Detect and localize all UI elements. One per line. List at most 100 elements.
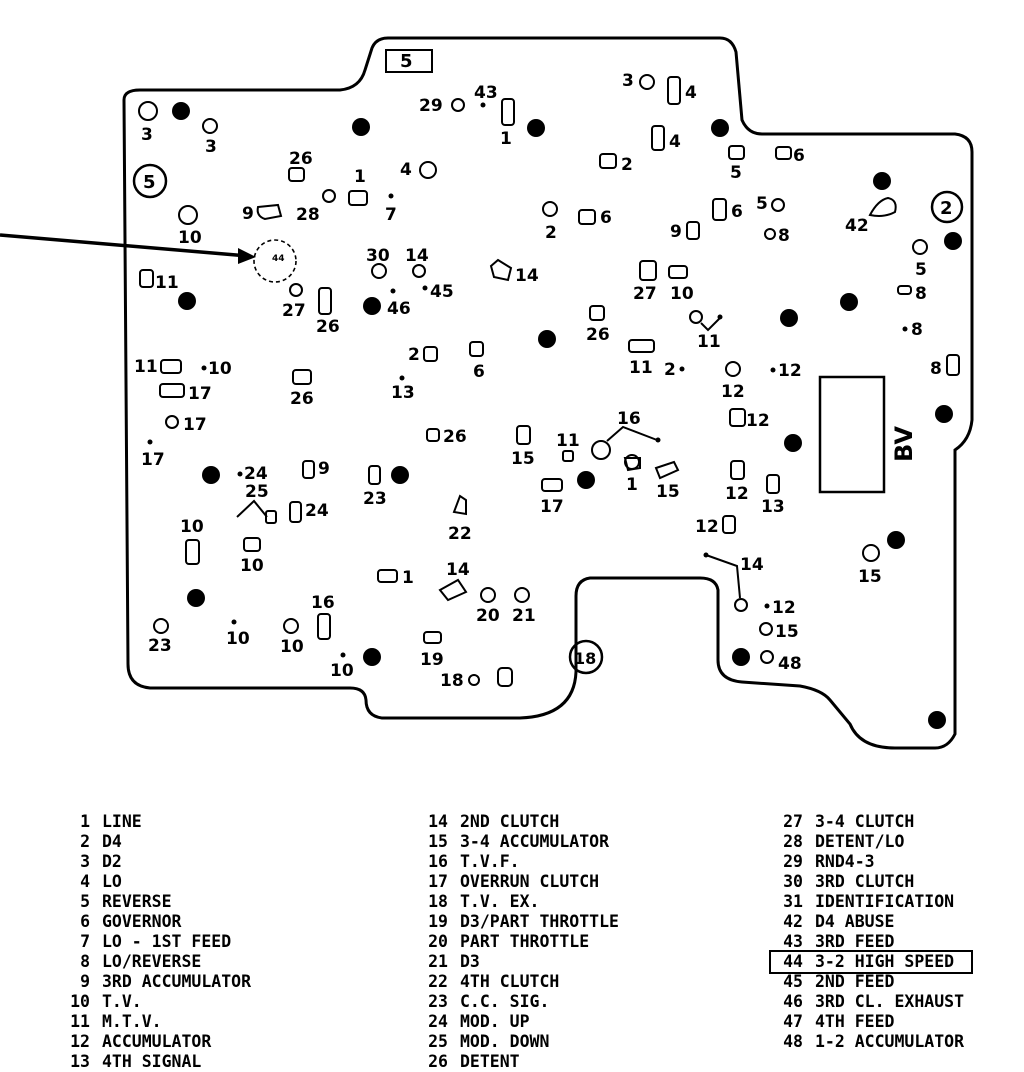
legend-item-text: M.T.V. [102, 1012, 162, 1031]
connector-16 [606, 425, 658, 442]
legend-item-text: LINE [102, 812, 142, 831]
legend-item-text: 3RD ACCUMULATOR [102, 972, 252, 991]
bolt-hole [202, 466, 220, 484]
tiny-hole [480, 102, 486, 108]
slot [578, 209, 596, 225]
legend-item-number: 6 [80, 912, 90, 931]
slot [289, 501, 302, 523]
bolt-hole [732, 648, 750, 666]
legend-item-text: OVERRUN CLUTCH [460, 872, 600, 891]
slot [729, 408, 746, 427]
legend-item-text: LO [102, 872, 122, 891]
legend-item-number: 46 [783, 992, 803, 1011]
valve-body-spacer-plate-diagram: 5 5 2 18 BV 44 [0, 36, 974, 750]
legend-item-text: ACCUMULATOR [102, 1032, 212, 1051]
slot [589, 305, 605, 321]
legend-item-text: DETENT/LO [815, 832, 905, 851]
hole [322, 189, 336, 203]
legend-item-number: 45 [783, 972, 803, 991]
slot [185, 539, 200, 565]
hole-label: 17 [540, 497, 564, 517]
hole-label: 10 [280, 637, 304, 657]
bolt-hole [784, 434, 802, 452]
legend-item: 45 2ND FEED [775, 972, 971, 992]
legend-item-text: 3-4 CLUTCH [815, 812, 915, 831]
hole [734, 598, 748, 612]
legend-item-text: 2ND FEED [815, 972, 895, 991]
hole-labels: 43 29 1 3 4 4 3 3 26 1 4 2 6 5 9 28 7 10… [134, 71, 942, 691]
hole [138, 101, 158, 121]
tiny-hole [237, 471, 243, 477]
hole-label: 5 [756, 194, 768, 214]
legend-item: 28 DETENT/LO [775, 832, 971, 852]
hole-label: 5 [730, 163, 742, 183]
hole-label: 15 [775, 622, 799, 642]
hole-label: 15 [656, 482, 680, 502]
bolt-hole [873, 172, 891, 190]
hole-label: 4 [400, 160, 412, 180]
shape-42 [868, 196, 897, 217]
hole [514, 587, 530, 603]
shape-1 [623, 457, 641, 472]
slot [160, 359, 182, 374]
hole-label: 12 [695, 517, 719, 537]
hole-label: 2 [408, 345, 420, 365]
hole-label: 2 [545, 223, 557, 243]
hole [862, 544, 880, 562]
legend-item-number: 28 [783, 832, 803, 851]
hole-label: 29 [419, 96, 443, 116]
hole-label: 4 [685, 83, 697, 103]
hole [591, 440, 611, 460]
tiny-hole [655, 437, 661, 443]
hole-label: 1 [500, 129, 512, 149]
legend-item-text: REVERSE [102, 892, 172, 911]
hole [480, 587, 496, 603]
hole-label: 8 [930, 359, 942, 379]
hole-label: 8 [911, 320, 923, 340]
slot-holes [139, 76, 960, 687]
legend-item-text: LO/REVERSE [102, 952, 202, 971]
connector-11 [700, 317, 721, 332]
connector-14 [705, 554, 741, 599]
legend-item-text: D4 [102, 832, 122, 851]
slot [159, 383, 185, 398]
slot [722, 515, 736, 534]
hole-label: 26 [443, 427, 467, 447]
legend-item-number: 24 [428, 1012, 448, 1031]
pointer-arrow-head [238, 248, 256, 264]
slot [712, 198, 727, 221]
slot [317, 613, 331, 640]
legend-item-text: 3-4 ACCUMULATOR [460, 832, 610, 851]
irregular-holes [256, 196, 897, 602]
tiny-hole [679, 366, 685, 372]
hole-label: 26 [586, 325, 610, 345]
hole-label: 27 [633, 284, 657, 304]
hole [689, 310, 703, 324]
hole-label: 16 [311, 593, 335, 613]
slot [497, 667, 513, 687]
hole-label: 2 [621, 155, 633, 175]
hole-label: 14 [446, 560, 470, 580]
hole-label: 10 [178, 228, 202, 248]
slot [426, 428, 440, 442]
legend-item-number: 1 [80, 812, 90, 831]
legend-item-number: 48 [783, 1032, 803, 1051]
hole-label: 15 [858, 567, 882, 587]
bolt-holes [172, 102, 962, 729]
legend-item-text: RND4-3 [815, 852, 875, 871]
hole-label: 1 [626, 475, 638, 495]
